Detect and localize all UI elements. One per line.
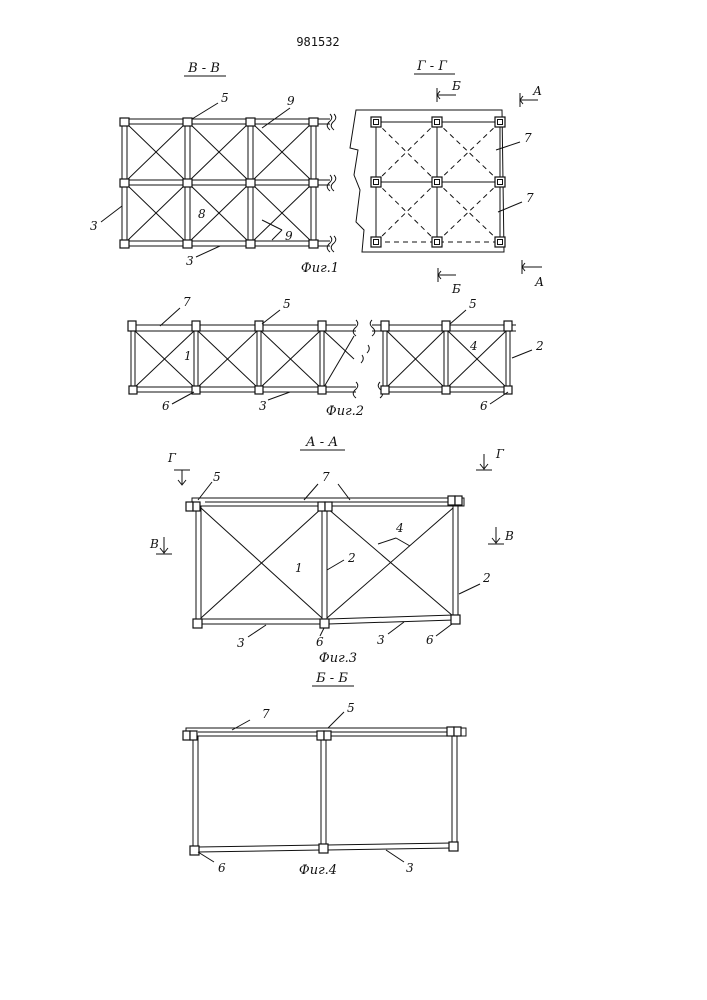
ref-4: 4 bbox=[469, 339, 478, 353]
ref-1: 1 bbox=[184, 349, 192, 363]
ref-5: 5 bbox=[469, 297, 477, 311]
ref-9: 9 bbox=[285, 229, 293, 243]
fig4-section-bb: Б - Б bbox=[183, 671, 466, 878]
ref-7: 7 bbox=[262, 707, 270, 721]
fig1-caption: Фиг.1 bbox=[301, 261, 339, 276]
ref-3: 3 bbox=[406, 861, 414, 875]
fig3-nodes bbox=[186, 496, 462, 628]
marker-v: В bbox=[504, 529, 514, 543]
ref-7: 7 bbox=[524, 131, 532, 145]
fig2-break-marks bbox=[353, 320, 383, 398]
fig3-section-aa: А - А Г Г В В bbox=[149, 435, 514, 666]
fig2-elevation: 7 5 1 6 3 5 4 2 6 Фиг.2 bbox=[128, 295, 544, 419]
patent-number: 981532 bbox=[296, 35, 339, 49]
fig1-vertical-members bbox=[122, 122, 316, 244]
fig2-caption: Фиг.2 bbox=[326, 404, 364, 419]
ref-7: 7 bbox=[322, 470, 330, 484]
marker-b: Б bbox=[451, 282, 461, 296]
fig2-callouts: 7 5 1 6 3 5 4 2 6 bbox=[160, 295, 544, 413]
marker-a: А bbox=[534, 275, 544, 289]
ref-5: 5 bbox=[283, 297, 291, 311]
ref-2: 2 bbox=[535, 339, 544, 353]
ref-5: 5 bbox=[221, 91, 229, 105]
fig1-section-gg: Г - Г bbox=[350, 59, 544, 296]
ref-6: 6 bbox=[426, 633, 434, 647]
ref-3: 3 bbox=[186, 254, 194, 268]
ref-8: 8 bbox=[198, 207, 206, 221]
marker-g: Г bbox=[167, 451, 177, 465]
ref-3: 3 bbox=[237, 636, 245, 650]
ref-9: 9 bbox=[287, 94, 295, 108]
fig4-verticals bbox=[193, 736, 457, 848]
section-title-aa: А - А bbox=[305, 435, 338, 450]
fig4-nodes bbox=[183, 727, 461, 855]
section-title-bb: Б - Б bbox=[315, 671, 348, 686]
fig1-horizontal-beams bbox=[124, 119, 330, 246]
marker-g: Г bbox=[495, 447, 505, 461]
fig3-caption: Фиг.3 bbox=[319, 651, 357, 666]
ref-5: 5 bbox=[347, 701, 355, 715]
fig4-caption: Фиг.4 bbox=[299, 863, 337, 878]
ref-1: 1 bbox=[295, 561, 303, 575]
ref-6: 6 bbox=[218, 861, 226, 875]
ref-7: 7 bbox=[183, 295, 191, 309]
marker-b: Б bbox=[451, 79, 461, 93]
section-title-gg: Г - Г bbox=[416, 59, 447, 74]
ref-6: 6 bbox=[316, 635, 324, 649]
ref-3: 3 bbox=[90, 219, 98, 233]
fig1-diagonal-bracing bbox=[125, 122, 313, 243]
marker-a: А bbox=[532, 84, 542, 98]
fig2-top-nodes bbox=[128, 321, 512, 331]
ref-4: 4 bbox=[395, 521, 404, 535]
gg-cutting-markers: Б А Б А bbox=[437, 79, 544, 296]
fig1-section-vv: В - В bbox=[90, 61, 339, 276]
ref-3: 3 bbox=[259, 399, 267, 413]
ref-6: 6 bbox=[480, 399, 488, 413]
gg-callouts: 7 7 bbox=[496, 131, 534, 212]
ref-3: 3 bbox=[377, 633, 385, 647]
ref-6: 6 bbox=[162, 399, 170, 413]
fig1-break-marks bbox=[327, 114, 336, 252]
marker-v: В bbox=[149, 537, 159, 551]
ref-5: 5 bbox=[213, 470, 221, 484]
ref-2: 2 bbox=[347, 551, 356, 565]
ref-2: 2 bbox=[482, 571, 491, 585]
ref-7: 7 bbox=[526, 191, 534, 205]
section-title-vv: В - В bbox=[187, 61, 220, 76]
fig3-verticals bbox=[196, 506, 458, 622]
